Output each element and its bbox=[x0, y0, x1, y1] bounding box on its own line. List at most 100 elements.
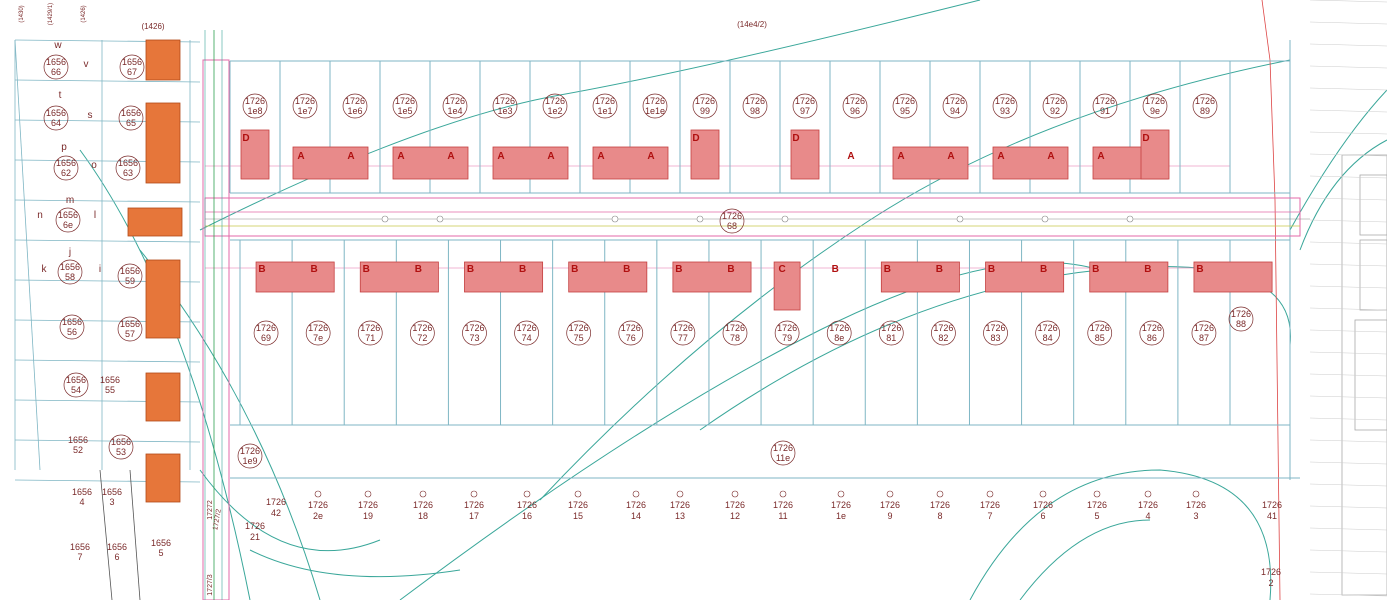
hatch-line bbox=[1309, 21, 1387, 25]
left-parcel-sub: 55 bbox=[105, 385, 115, 395]
survey-mark bbox=[986, 490, 994, 498]
lower-parcel-number: 1726 bbox=[1087, 500, 1107, 510]
parcel-circle bbox=[442, 93, 468, 119]
building-C bbox=[773, 261, 801, 311]
top-parcel-sub: 1e1e bbox=[645, 106, 665, 116]
bottom-parcel-number: 1726 bbox=[933, 323, 953, 333]
left-parcel-sub: 65 bbox=[126, 118, 136, 128]
building-letter: A bbox=[497, 151, 504, 162]
building-letter: B bbox=[623, 264, 630, 275]
left-parcel-sub: 64 bbox=[51, 118, 61, 128]
lower-parcel-number: 1726 bbox=[1186, 500, 1206, 510]
building-letter: B bbox=[727, 264, 734, 275]
parcel-1e9-sub: 1e9 bbox=[242, 456, 257, 466]
survey-mark bbox=[731, 490, 739, 498]
bottom-parcel-sub: 83 bbox=[991, 333, 1001, 343]
left-letter: v bbox=[84, 59, 89, 70]
building-letter: B bbox=[1092, 264, 1099, 275]
top-parcel-number: 1726 bbox=[695, 96, 715, 106]
left-parcel-number: 1656 bbox=[120, 319, 140, 329]
left-parcel-circle bbox=[63, 372, 89, 398]
left-parcel-circle bbox=[117, 263, 143, 289]
top-parcel-number: 1726 bbox=[445, 96, 465, 106]
hatch-line bbox=[1309, 373, 1387, 377]
parcel-circle bbox=[566, 320, 592, 346]
building-D bbox=[240, 129, 270, 180]
building-letter: B bbox=[258, 264, 265, 275]
bottom-parcel-number: 1726 bbox=[360, 323, 380, 333]
hatch-line bbox=[1309, 527, 1387, 531]
left-edge bbox=[99, 469, 113, 600]
building-letter: B bbox=[988, 264, 995, 275]
parcel-11e-sub: 11e bbox=[776, 453, 790, 463]
street-node bbox=[696, 215, 704, 223]
bottom-parcel-number: 1726 bbox=[569, 323, 589, 333]
building-letter: B bbox=[571, 264, 578, 275]
bottom-parcel-sub: 69 bbox=[261, 333, 271, 343]
left-letter: i bbox=[99, 264, 101, 275]
street-band bbox=[204, 197, 1301, 237]
top-parcel-sub: 94 bbox=[950, 106, 960, 116]
street-node bbox=[781, 215, 789, 223]
top-parcel-sub: 98 bbox=[750, 106, 760, 116]
top-parcel-number: 1726 bbox=[395, 96, 415, 106]
building-letter: A bbox=[1097, 151, 1104, 162]
left-top-label: (1430) bbox=[19, 5, 25, 22]
parcel-circle bbox=[492, 93, 518, 119]
top-parcel-sub: 91 bbox=[1100, 106, 1110, 116]
left-parcel-number: 1656 bbox=[118, 158, 138, 168]
building-letter: B bbox=[832, 264, 839, 275]
left-parcel-sub: 62 bbox=[61, 168, 71, 178]
building-A bbox=[892, 146, 969, 180]
parcel-circle bbox=[826, 320, 852, 346]
hatch-line bbox=[1309, 439, 1387, 443]
bottom-parcel-number: 1726 bbox=[986, 323, 1006, 333]
hatch-line bbox=[1309, 395, 1387, 399]
left-parcel-number: 1656 bbox=[72, 487, 92, 497]
lower-parcel-number: 1726 bbox=[725, 500, 745, 510]
bottom-parcel-number: 1726 bbox=[725, 323, 745, 333]
top-parcel-number: 1726 bbox=[245, 96, 265, 106]
bottom-parcel-sub: 87 bbox=[1199, 333, 1209, 343]
top-parcel-sub: 1e6 bbox=[347, 106, 362, 116]
top-parcel-number: 1726 bbox=[595, 96, 615, 106]
bottom-parcel-sub: 72 bbox=[417, 333, 427, 343]
lower-parcel-sub: 18 bbox=[418, 511, 428, 521]
parcel-circle bbox=[1092, 93, 1118, 119]
hatch-line bbox=[1309, 241, 1387, 245]
parcel-88-number: 1726 bbox=[1231, 309, 1251, 319]
street-node bbox=[611, 215, 619, 223]
top-parcel-number: 1726 bbox=[795, 96, 815, 106]
parcel-circle bbox=[237, 443, 263, 469]
left-letter: n bbox=[37, 210, 43, 221]
top-parcel-sub: 99 bbox=[700, 106, 710, 116]
building-letter: D bbox=[692, 133, 699, 144]
left-parcel-circle bbox=[108, 434, 134, 460]
lower-parcel-sub: 9 bbox=[887, 511, 892, 521]
left-parcel-circle bbox=[55, 207, 81, 233]
orange-building bbox=[127, 207, 183, 237]
lower-parcel-sub: 15 bbox=[573, 511, 583, 521]
hatch-line bbox=[1309, 417, 1387, 421]
parcel-circle bbox=[670, 320, 696, 346]
lower-parcel-sub: 2e bbox=[313, 511, 323, 521]
street-parcel-number: 1726 bbox=[722, 211, 742, 221]
top-parcel-number: 1726 bbox=[545, 96, 565, 106]
hatch-line bbox=[1309, 549, 1387, 553]
left-parcel-line bbox=[14, 79, 201, 83]
top-parcel-sub: 1e1 bbox=[597, 106, 612, 116]
orange-building bbox=[145, 453, 181, 503]
left-edge bbox=[129, 469, 141, 600]
street-parcel-sub: 68 bbox=[727, 221, 737, 231]
survey-mark bbox=[837, 490, 845, 498]
road-label: 17272 bbox=[207, 500, 214, 520]
left-parcel-circle bbox=[43, 105, 69, 131]
lower-parcel-number: 1726 bbox=[266, 497, 286, 507]
left-parcel-line bbox=[14, 359, 201, 363]
bottom-parcel-number: 1726 bbox=[673, 323, 693, 333]
hatch-line bbox=[1309, 263, 1387, 267]
lower-parcel-number: 1726 bbox=[1262, 500, 1282, 510]
lower-parcel-sub: 11 bbox=[778, 511, 787, 521]
top-parcel-number: 1726 bbox=[995, 96, 1015, 106]
vertical-road bbox=[202, 59, 230, 600]
